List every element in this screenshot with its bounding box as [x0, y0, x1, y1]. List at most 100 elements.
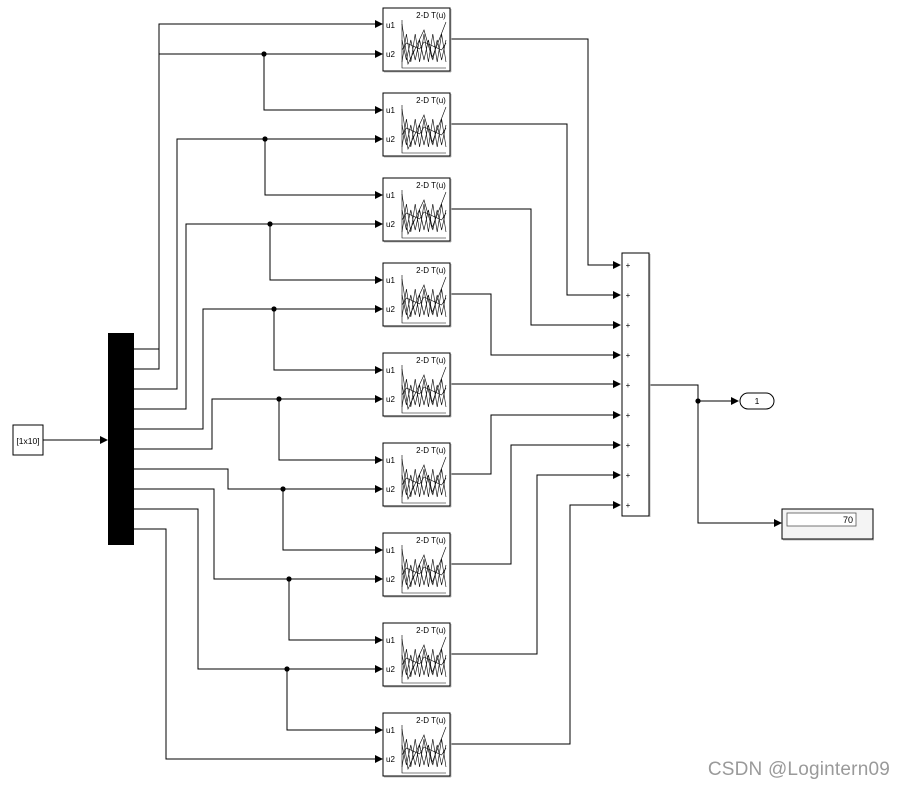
port-label-u2: u2 — [386, 50, 395, 59]
lookup-table-block[interactable]: 2-D T(u) u1 u2 — [382, 262, 452, 328]
icon-mesh — [401, 366, 447, 411]
icon-mesh — [401, 648, 447, 678]
icon-mesh — [401, 209, 447, 231]
icon-mesh — [401, 386, 447, 396]
branch-point — [284, 666, 290, 672]
port-label-u2: u2 — [386, 485, 395, 494]
port-label-u1: u1 — [386, 191, 395, 200]
watermark: CSDN @Logintern09 — [707, 759, 890, 780]
branch-line — [263, 54, 383, 114]
lookup-block-frame — [382, 7, 451, 72]
icon-mesh — [401, 39, 447, 61]
lookup-table-block[interactable]: 2-D T(u) u1 u2 — [382, 442, 452, 508]
icon-mesh — [401, 296, 447, 306]
icon-mesh — [401, 546, 447, 591]
outport-block[interactable] — [739, 392, 775, 410]
port-label-u2: u2 — [386, 220, 395, 229]
display-line — [697, 401, 782, 527]
lookup-table-icon — [401, 105, 447, 154]
port-label-u1: u1 — [386, 636, 395, 645]
lookup-table-icon — [401, 725, 447, 774]
lookup-table-icon — [401, 365, 447, 414]
outport-label: 1 — [755, 396, 760, 406]
block-out-line — [451, 501, 621, 745]
lookup-block-frame — [382, 442, 451, 507]
sum-sign: + — [626, 321, 631, 330]
icon-mesh — [401, 654, 447, 676]
icon-axes — [401, 20, 446, 69]
icon-mesh — [401, 378, 447, 408]
lookup-block-frame — [382, 92, 451, 157]
icon-axes — [401, 105, 446, 154]
icon-axes — [401, 455, 446, 504]
lookup-block-title: 2-D T(u) — [416, 356, 446, 365]
icon-mesh — [401, 118, 447, 148]
lookup-block-title: 2-D T(u) — [416, 536, 446, 545]
lookup-block-frame — [382, 532, 451, 597]
display-readout-frame — [786, 512, 857, 527]
lookup-block-frame — [382, 262, 451, 327]
sum-sign: + — [626, 291, 631, 300]
icon-mesh — [401, 21, 447, 66]
port-label-u1: u1 — [386, 456, 395, 465]
lookup-block-title: 2-D T(u) — [416, 266, 446, 275]
block-out-line — [451, 123, 621, 299]
branch-point — [267, 221, 273, 227]
port-label-u2: u2 — [386, 305, 395, 314]
lookup-block-title: 2-D T(u) — [416, 96, 446, 105]
block-out-line — [451, 38, 621, 269]
icon-mesh — [401, 384, 447, 406]
sum-out-line — [649, 384, 739, 405]
icon-mesh — [401, 276, 447, 321]
branch-line — [269, 224, 383, 284]
port-label-u1: u1 — [386, 726, 395, 735]
lookup-table-icon — [401, 545, 447, 594]
sum-sign: + — [626, 501, 631, 510]
icon-mesh — [401, 203, 447, 233]
icon-mesh — [401, 191, 447, 236]
branch-line — [273, 309, 383, 374]
lookup-block-frame — [382, 352, 451, 417]
block-out-line — [451, 208, 621, 329]
icon-mesh — [401, 456, 447, 501]
icon-mesh — [401, 474, 447, 496]
demux-out-line — [134, 508, 383, 673]
branch-point — [262, 136, 268, 142]
demux-out-line — [134, 50, 383, 370]
inport-block[interactable] — [12, 424, 44, 456]
port-label-u1: u1 — [386, 546, 395, 555]
lookup-block-title: 2-D T(u) — [416, 716, 446, 725]
icon-axes — [401, 190, 446, 239]
icon-mesh — [401, 738, 447, 768]
signal-lines — [43, 20, 782, 763]
lookup-block-frame — [382, 712, 451, 777]
lookup-table-icon — [401, 275, 447, 324]
icon-mesh — [401, 294, 447, 316]
icon-mesh — [401, 126, 447, 136]
sum-sign: + — [626, 261, 631, 270]
sum-block[interactable] — [621, 252, 650, 517]
demux-out-line — [134, 395, 383, 450]
icon-mesh — [401, 746, 447, 756]
icon-mesh — [401, 744, 447, 766]
branch-line — [264, 139, 383, 199]
port-label-u1: u1 — [386, 276, 395, 285]
icon-mesh — [401, 476, 447, 486]
lookup-block-title: 2-D T(u) — [416, 446, 446, 455]
lookup-table-icon — [401, 635, 447, 684]
icon-mesh — [401, 124, 447, 146]
branch-line — [288, 579, 383, 644]
demux-block[interactable] — [108, 333, 134, 545]
icon-mesh — [401, 468, 447, 498]
demux-out-line — [134, 20, 383, 350]
block-out-line — [451, 441, 621, 565]
